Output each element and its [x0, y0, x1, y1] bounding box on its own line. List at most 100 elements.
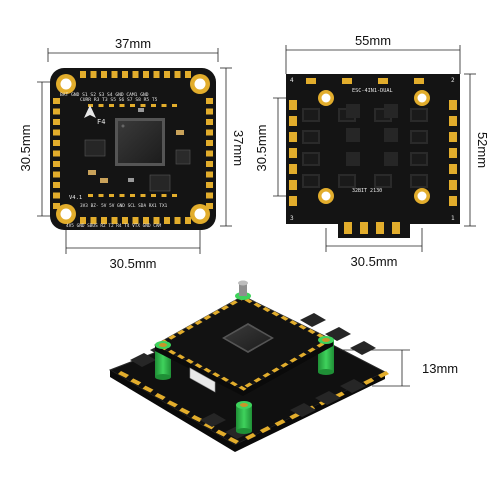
mosfet — [200, 413, 226, 427]
mosfet — [346, 128, 360, 142]
mosfet — [384, 104, 398, 118]
solder-pad — [53, 182, 60, 188]
esc-corner-label-bl: 3 — [290, 215, 294, 222]
solder-pad — [185, 324, 194, 330]
fc-model-label: F4 — [97, 118, 105, 126]
mosfet — [346, 104, 360, 118]
fc-top-pad-labels: BAT GND S1 S2 S3 S4 GND CAM1 GND — [60, 92, 149, 98]
solder-pad — [271, 311, 280, 317]
solder-pad — [80, 71, 86, 78]
solder-pad — [289, 116, 297, 126]
solder-pad — [206, 171, 213, 178]
solder-pad — [53, 192, 60, 199]
solder-pad — [179, 407, 191, 415]
solder-pad — [161, 194, 167, 197]
mosfet — [384, 152, 398, 166]
solder-pad — [206, 203, 213, 209]
solder-pad — [80, 217, 86, 224]
solder-pad — [109, 104, 114, 107]
esc-model-label: ESC-4IN1-DUAL — [352, 88, 393, 94]
solder-pad — [164, 71, 170, 78]
solder-pad — [206, 182, 213, 188]
solder-pad — [316, 342, 325, 348]
solder-pad — [53, 98, 60, 104]
solder-pad — [53, 171, 60, 178]
solder-pad — [168, 349, 177, 355]
solder-pad — [172, 194, 177, 197]
solder-pad — [392, 222, 400, 234]
solder-pad — [342, 78, 352, 84]
solder-pad — [259, 426, 271, 434]
esc-corner-label-br: 1 — [451, 215, 455, 222]
solder-pad — [206, 192, 213, 199]
solder-pad — [238, 385, 247, 391]
mosfet-core — [304, 132, 318, 142]
solder-pad — [154, 393, 166, 400]
stack-height-dimension — [340, 349, 410, 387]
mosfet — [290, 403, 316, 417]
solder-pad — [298, 324, 307, 330]
mosfet — [346, 152, 360, 166]
mosfet-core — [304, 176, 318, 186]
solder-pad — [289, 164, 297, 174]
solder-pad — [206, 119, 213, 125]
solder-pad — [164, 217, 170, 224]
esc-board: 55mm 52mm 30.5mm 30.5mm — [254, 33, 490, 269]
solder-pad — [111, 71, 118, 78]
mosfet-core — [412, 132, 426, 142]
mosfet — [300, 313, 326, 327]
solder-pad — [360, 222, 368, 234]
fc-mcu-chip — [118, 121, 162, 163]
solder-pad — [53, 108, 60, 115]
solder-pad — [449, 148, 457, 158]
solder-pad — [449, 164, 457, 174]
solder-pad — [118, 371, 129, 378]
solder-pad — [280, 362, 289, 368]
solder-pad — [449, 132, 457, 142]
esc-height-label: 52mm — [475, 132, 490, 168]
solder-pad — [53, 150, 60, 157]
solder-pad — [174, 217, 181, 224]
solder-pad — [130, 378, 142, 386]
mosfet — [340, 379, 366, 393]
solder-pad — [449, 180, 457, 190]
fc-height-label: 37mm — [231, 130, 246, 166]
solder-pad — [203, 367, 212, 373]
solder-pad — [185, 358, 194, 364]
solder-pad — [168, 334, 177, 340]
solder-pad — [172, 104, 177, 107]
solder-pad — [119, 104, 125, 107]
solder-pad — [111, 217, 118, 224]
fc-width-dimension — [47, 48, 219, 62]
solder-pad — [88, 104, 93, 107]
solder-pad — [53, 203, 60, 209]
solder-pad — [203, 422, 215, 430]
solder-pad — [109, 194, 114, 197]
esc-corner-label-tr: 2 — [451, 77, 455, 84]
solder-pad — [449, 116, 457, 126]
solder-pad — [262, 372, 271, 378]
solder-pad — [98, 104, 104, 107]
solder-pad — [53, 140, 60, 146]
esc-hole-h-dimension — [325, 228, 423, 252]
solder-pad — [151, 104, 156, 107]
solder-pad — [229, 381, 238, 387]
esc-height-dimension — [464, 73, 476, 227]
solder-pad — [185, 71, 191, 78]
solder-pad — [151, 194, 156, 197]
solder-pad — [229, 300, 238, 306]
fc-board: 37mm 37mm 30.5mm 30.5mm — [18, 36, 246, 271]
solder-pad — [194, 319, 203, 325]
solder-pad — [101, 71, 107, 78]
solder-pad — [143, 217, 149, 224]
fc-components — [84, 108, 191, 192]
solder-pad — [289, 148, 297, 158]
solder-pad — [177, 329, 185, 335]
stack-screw-caps — [155, 280, 334, 409]
brand-logo-icon — [84, 105, 96, 118]
solder-pad — [53, 161, 60, 167]
solder-pad — [130, 104, 135, 107]
solder-pad — [132, 71, 139, 78]
esc-hole-v-label: 30.5mm — [254, 125, 269, 172]
